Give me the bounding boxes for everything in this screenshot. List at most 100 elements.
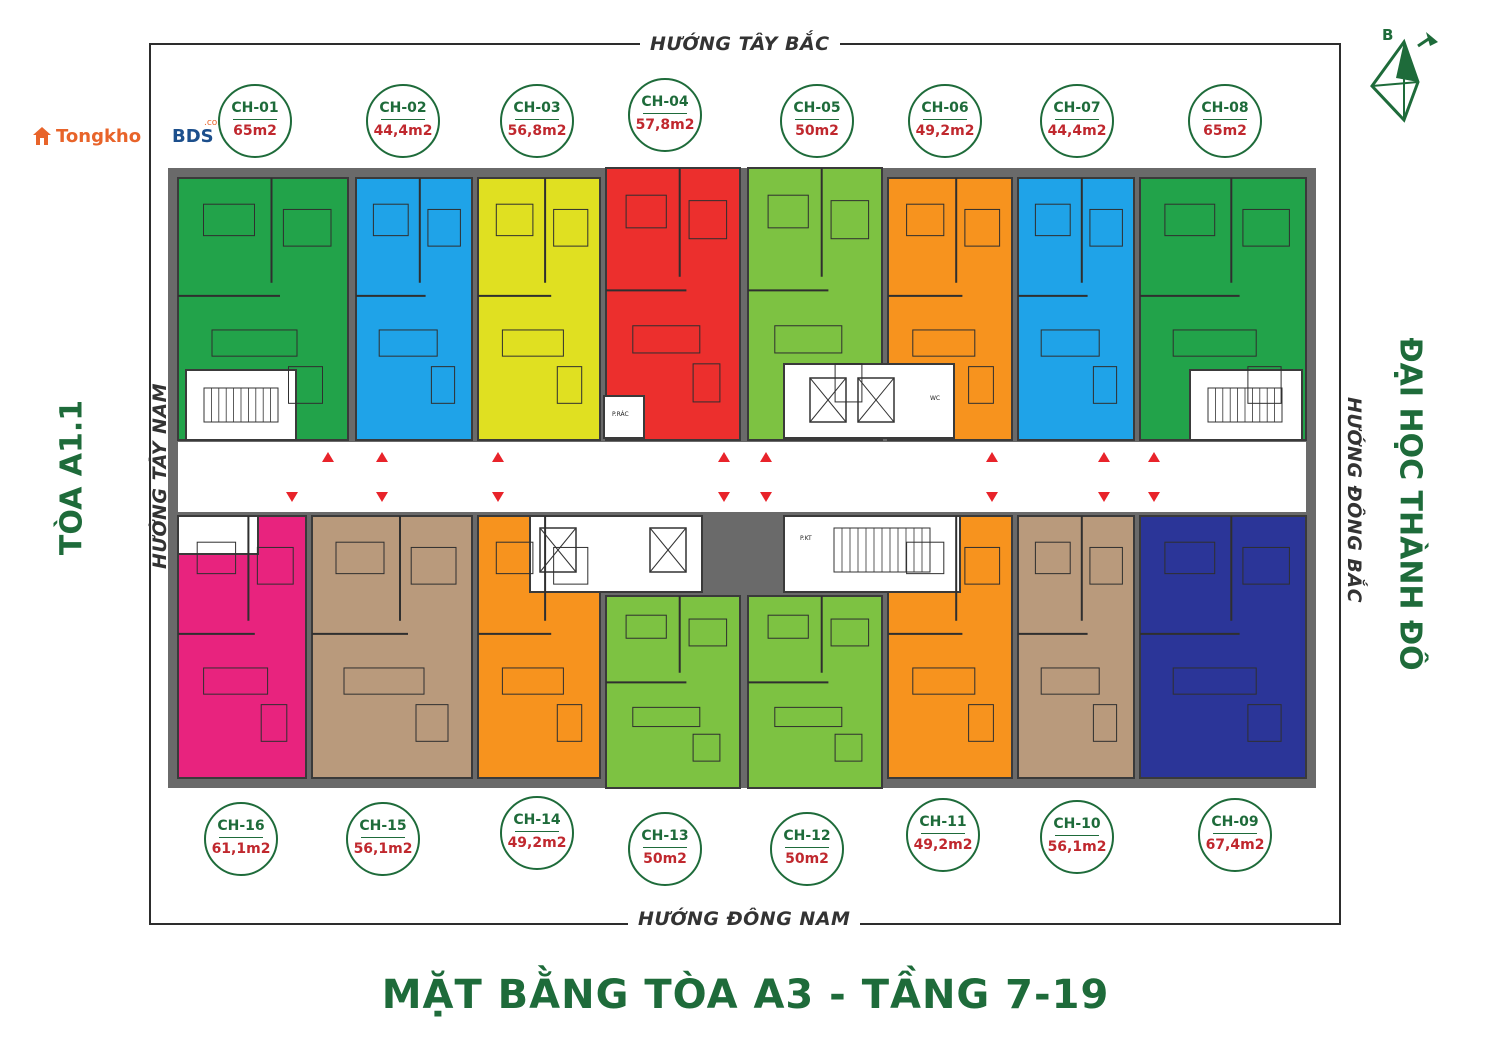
furniture-fixture (282, 208, 332, 247)
elevator-shaft-4 (649, 527, 687, 573)
furniture-fixture (632, 325, 701, 354)
unit-badge-ch-14[interactable]: CH-14 49,2m2 (500, 796, 574, 870)
furniture-fixture (556, 704, 583, 742)
furniture-fixture (495, 203, 534, 237)
unit-area: 61,1m2 (211, 841, 271, 857)
furniture-fixture (774, 706, 843, 728)
furniture-fixture (830, 618, 870, 647)
unit-badge-ch-08[interactable]: CH-08 65m2 (1188, 84, 1262, 158)
unit-id: CH-14 (513, 812, 561, 828)
unit-area: 56,8m2 (507, 123, 567, 139)
unit-divider (1055, 119, 1099, 120)
entrance-arrow-top-3 (492, 452, 504, 462)
furniture-fixture (1172, 667, 1257, 695)
unit-area: 49,2m2 (507, 835, 567, 851)
entrance-arrow-top-2 (376, 452, 388, 462)
entrance-arrow-bottom-6 (986, 492, 998, 502)
furniture-fixture (343, 667, 425, 695)
direction-north-west: HƯỚNG TÂY BẮC (640, 33, 840, 55)
furniture-fixture (774, 325, 843, 354)
furniture-fixture (767, 614, 809, 639)
furniture-fixture (1164, 541, 1216, 575)
furniture-fixture (410, 546, 457, 585)
furniture-fixture (968, 366, 994, 404)
unit-id: CH-05 (793, 100, 841, 116)
furniture-fixture (1092, 704, 1118, 742)
furniture-fixture (632, 706, 701, 728)
unit-divider (923, 119, 967, 120)
unit-area: 67,4m2 (1205, 837, 1265, 853)
furniture-fixture (1172, 329, 1257, 357)
elevator-shaft-1 (809, 377, 847, 423)
unit-area: 65m2 (1203, 123, 1247, 139)
stair-core-right (1189, 369, 1303, 441)
unit-divider (643, 113, 687, 114)
entrance-arrow-bottom-5 (760, 492, 772, 502)
furniture-fixture (203, 667, 269, 695)
furniture-fixture (553, 208, 589, 247)
unit-id: CH-15 (359, 818, 407, 834)
unit-block-ch-09[interactable] (1139, 515, 1307, 779)
furniture-fixture (968, 704, 994, 742)
unit-area: 44,4m2 (373, 123, 433, 139)
unit-area: 65m2 (233, 123, 277, 139)
unit-block-ch-03[interactable] (477, 177, 601, 441)
bottom-units-group (177, 515, 1307, 789)
unit-area: 50m2 (795, 123, 839, 139)
stairs-left (203, 387, 279, 423)
page-title: MẶT BẰNG TÒA A3 - TẦNG 7-19 (381, 972, 1110, 1018)
furniture-fixture (1247, 366, 1282, 404)
unit-divider (785, 847, 829, 848)
furniture-fixture (625, 614, 667, 639)
utility-room-left (177, 515, 259, 555)
unit-area: 50m2 (785, 851, 829, 867)
furniture-fixture (260, 704, 288, 742)
unit-badge-ch-07[interactable]: CH-07 44,4m2 (1040, 84, 1114, 158)
furniture-fixture (964, 546, 1001, 585)
compass-letter: B (1382, 26, 1394, 44)
unit-area: 50m2 (643, 851, 687, 867)
unit-block-ch-12[interactable] (747, 595, 883, 789)
direction-south-east: HƯỚNG ĐÔNG NAM (628, 908, 861, 930)
unit-divider (795, 119, 839, 120)
unit-block-ch-15[interactable] (311, 515, 473, 779)
unit-id: CH-07 (1053, 100, 1101, 116)
furniture-fixture (288, 366, 323, 404)
unit-block-ch-02[interactable] (355, 177, 473, 441)
furniture-fixture (196, 541, 237, 575)
unit-badge-ch-09[interactable]: CH-09 67,4m2 (1198, 798, 1272, 872)
unit-block-ch-07[interactable] (1017, 177, 1135, 441)
unit-block-ch-04[interactable] (605, 167, 741, 441)
unit-block-ch-16[interactable] (177, 515, 307, 779)
unit-id: CH-08 (1201, 100, 1249, 116)
unit-id: CH-09 (1211, 814, 1259, 830)
entrance-arrow-bottom-2 (376, 492, 388, 502)
unit-block-ch-13[interactable] (605, 595, 741, 789)
furniture-fixture (1242, 546, 1290, 585)
unit-area: 44,4m2 (1047, 123, 1107, 139)
furniture-fixture (1092, 366, 1118, 404)
furniture-fixture (501, 329, 564, 357)
unit-badge-ch-05[interactable]: CH-05 50m2 (780, 84, 854, 158)
furniture-fixture (372, 203, 409, 237)
furniture-fixture (688, 618, 728, 647)
unit-divider (1055, 835, 1099, 836)
unit-divider (643, 847, 687, 848)
unit-divider (233, 119, 277, 120)
unit-block-ch-10[interactable] (1017, 515, 1135, 779)
unit-id: CH-16 (217, 818, 265, 834)
unit-badge-ch-16[interactable]: CH-16 61,1m2 (204, 802, 278, 876)
entrance-arrow-bottom-1 (286, 492, 298, 502)
